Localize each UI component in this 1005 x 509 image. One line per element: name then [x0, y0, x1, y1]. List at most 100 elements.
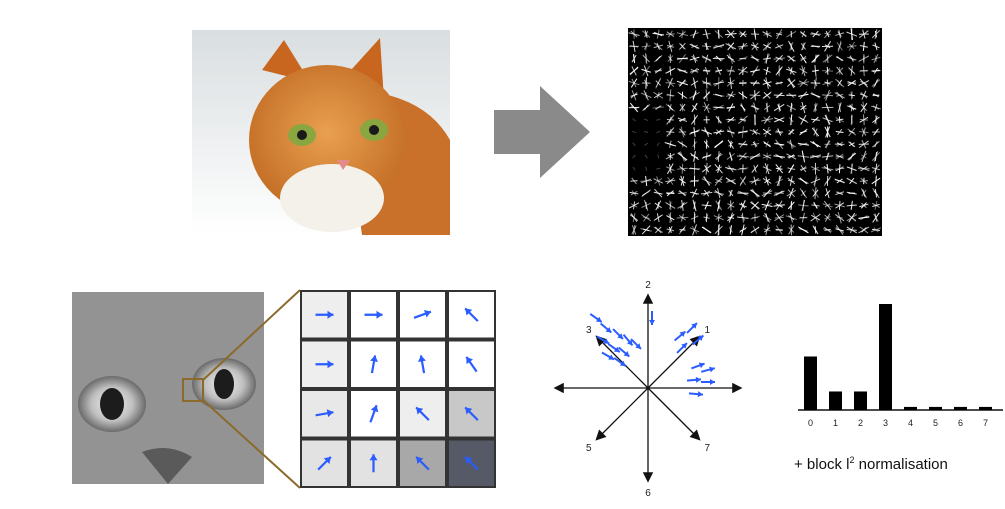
hog-glyph-stroke: [839, 201, 840, 210]
hog-glyph-stroke: [876, 177, 877, 186]
hog-glyph-stroke: [847, 205, 857, 206]
hog-glyph-stroke: [763, 42, 771, 50]
hog-glyph-stroke: [754, 165, 757, 172]
hog-glyph-stroke: [693, 92, 696, 99]
hog-glyph-stroke: [706, 163, 707, 175]
hog-glyph-stroke: [763, 178, 771, 183]
hog-glyph-stroke: [752, 189, 757, 197]
hog-glyph-stroke: [812, 205, 820, 206]
hog-glyph-stroke: [847, 178, 857, 184]
hog-glyph-stroke: [859, 204, 868, 207]
hog-glyph-stroke: [644, 132, 648, 133]
hog-glyph-stroke: [693, 224, 697, 235]
hog-glyph-stroke: [713, 107, 725, 108]
hog-glyph-stroke: [836, 156, 844, 157]
hog-glyph-stroke: [813, 213, 818, 222]
hog-glyph-stroke: [800, 118, 806, 121]
direction-label-1: 1: [704, 325, 710, 336]
hog-glyph-stroke: [864, 114, 865, 125]
hog-glyph-stroke: [656, 168, 660, 169]
hog-glyph-stroke: [835, 93, 845, 98]
hog-glyph-stroke: [633, 155, 636, 158]
gradient-vector: [701, 379, 715, 385]
hog-glyph-stroke: [656, 56, 661, 60]
hog-glyph-stroke: [631, 92, 637, 98]
gradient-vector: [590, 314, 601, 322]
hog-glyph-stroke: [670, 212, 671, 223]
hog-glyph-stroke: [670, 66, 671, 75]
hog-glyph-stroke: [640, 180, 652, 181]
histogram-tick-label-2: 2: [858, 418, 863, 428]
hog-glyph-stroke: [850, 142, 854, 147]
gradient-vector: [691, 362, 704, 368]
hog-glyph-stroke: [704, 176, 710, 186]
hog-glyph-stroke: [876, 115, 877, 125]
hog-glyph-stroke: [859, 217, 869, 218]
hog-glyph-stroke: [726, 44, 736, 50]
hog-glyph-stroke: [706, 78, 707, 89]
hog-glyph-stroke: [634, 55, 635, 62]
hog-glyph-stroke: [644, 200, 647, 211]
hog-glyph-stroke: [751, 227, 759, 233]
hog-glyph-stroke: [787, 154, 797, 159]
hog-glyph-stroke: [823, 228, 832, 231]
hog-glyph-stroke: [738, 46, 748, 47]
hog-glyph-stroke: [802, 190, 805, 196]
hog-glyph-stroke: [633, 118, 636, 121]
hog-glyph-stroke: [800, 178, 807, 184]
hog-glyph-stroke: [670, 129, 671, 135]
hog-glyph-stroke: [765, 127, 769, 137]
hog-glyph-stroke: [827, 54, 828, 63]
hog-glyph-stroke: [803, 200, 804, 211]
hog-glyph-stroke: [646, 167, 647, 171]
hog-glyph-stroke: [762, 203, 771, 208]
hog-glyph-stroke: [703, 34, 711, 35]
hog-glyph-stroke: [680, 151, 684, 161]
hog-glyph-stroke: [751, 83, 759, 84]
direction-label-3: 3: [586, 325, 592, 336]
hog-glyph-stroke: [642, 31, 649, 38]
hog-glyph-stroke: [740, 119, 746, 120]
hog-glyph-stroke: [799, 81, 807, 85]
histogram-tick-label-3: 3: [883, 418, 888, 428]
hog-glyph-stroke: [798, 94, 808, 96]
transform-arrow: [494, 86, 590, 178]
hog-glyph-stroke: [752, 43, 758, 50]
hog-glyph-stroke: [694, 127, 695, 137]
direction-label-2: 2: [645, 280, 651, 291]
gradient-vector: [675, 332, 686, 341]
hog-glyph-stroke: [861, 153, 867, 159]
hog-glyph-stroke: [838, 43, 841, 51]
hog-glyph-stroke: [800, 217, 807, 218]
hog-glyph-stroke: [791, 103, 792, 112]
hog-glyph-stroke: [827, 153, 828, 160]
histogram-bar-5: [929, 407, 942, 410]
hog-glyph-stroke: [677, 168, 687, 169]
hog-glyph-stroke: [825, 115, 830, 124]
hog-glyph-stroke: [824, 201, 831, 210]
gradient-vector: [701, 367, 715, 373]
histogram-tick-label-1: 1: [833, 418, 838, 428]
hog-glyph-stroke: [705, 127, 709, 137]
gradient-vector: [687, 377, 701, 383]
histogram-bar-0: [804, 356, 817, 410]
hog-glyph-stroke: [730, 141, 731, 148]
direction-axis-5: [597, 388, 648, 439]
hog-glyph-stroke: [715, 71, 721, 72]
histogram-tick-label-7: 7: [983, 418, 988, 428]
hog-glyph-stroke: [874, 151, 878, 162]
direction-label-5: 5: [586, 443, 592, 454]
hog-glyph-stroke: [692, 68, 698, 73]
hog-glyph-stroke: [633, 167, 635, 170]
gradient-vector: [687, 323, 697, 333]
hog-glyph-stroke: [812, 143, 819, 146]
direction-label-6: 6: [645, 488, 651, 499]
histogram-bar-2: [854, 391, 867, 410]
hog-glyph-stroke: [715, 164, 723, 173]
hog-glyph-stroke: [825, 191, 830, 196]
gradient-vector: [619, 348, 630, 357]
hog-glyph-stroke: [847, 83, 856, 84]
hog-glyph-stroke: [872, 141, 879, 147]
hog-glyph-stroke: [656, 78, 661, 88]
hog-visualization: [628, 28, 882, 236]
